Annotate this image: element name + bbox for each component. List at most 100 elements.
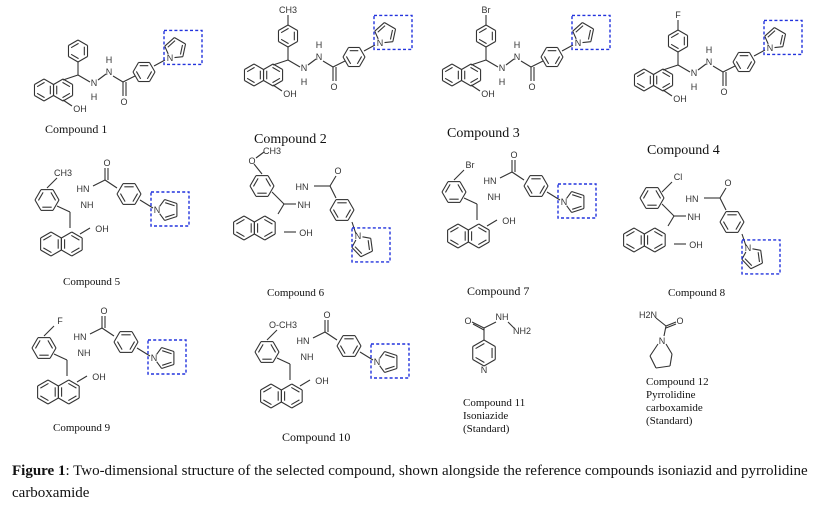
ring-bond <box>113 331 121 343</box>
nitrogen-label: N <box>316 52 323 62</box>
pyrrole-bond <box>572 30 577 40</box>
hydrogen-label: H <box>691 82 698 92</box>
ring-bond <box>737 211 745 223</box>
ring-bond <box>264 233 276 241</box>
double-bond <box>354 246 363 255</box>
bond <box>92 179 106 187</box>
ring-bond <box>131 341 139 353</box>
oxygen-label: O <box>100 306 107 316</box>
bond <box>153 59 166 67</box>
ring-bond <box>47 379 59 387</box>
bond <box>665 323 677 329</box>
double-bond <box>246 77 255 84</box>
pyrrole-bond <box>370 238 374 252</box>
ring-bond <box>639 187 647 199</box>
pyrrole-highlight-box <box>571 14 611 51</box>
bond <box>324 331 338 341</box>
pyrrole-bond <box>774 27 786 35</box>
double-bond <box>179 44 184 55</box>
ring-bond <box>653 85 664 92</box>
bond <box>662 89 673 97</box>
ring-bond <box>249 175 257 187</box>
ring-bond <box>116 193 124 205</box>
double-bond <box>670 43 679 50</box>
double-bond <box>478 38 487 45</box>
oxygen-label: O <box>323 310 330 320</box>
pyrrole-bond <box>360 250 373 258</box>
ring-bond <box>52 199 60 211</box>
double-bond <box>162 350 172 355</box>
double-bond <box>450 239 459 246</box>
bond <box>332 60 346 68</box>
ring-bond <box>263 63 274 70</box>
bond <box>661 203 675 217</box>
bond <box>655 365 671 369</box>
ring-bond <box>287 41 298 48</box>
ring-bond <box>253 80 264 87</box>
compound-2-label: Compound 2 <box>254 132 327 147</box>
bond <box>655 317 667 327</box>
pyrrole-bond <box>571 191 585 197</box>
hydroxyl-label: OH <box>299 228 313 238</box>
caption-text: : Two-dimensional structure of the selec… <box>12 463 808 501</box>
pyrrole-highlight-box <box>351 227 391 263</box>
ring-bond <box>329 199 337 211</box>
bond <box>463 197 478 205</box>
ring-bond <box>134 193 142 205</box>
double-bond <box>575 25 584 33</box>
nitrogen-label: N <box>154 205 161 215</box>
pyrrole-highlight-box <box>147 339 187 375</box>
nitrogen-label: N <box>561 197 568 207</box>
compound-12-line: (Standard) <box>646 415 693 427</box>
hydroxyl-label: OH <box>689 240 703 250</box>
ring-bond <box>737 221 745 233</box>
ring-bond <box>253 63 264 70</box>
ring-bond <box>633 245 645 253</box>
compound-10-label: Compound 10 <box>282 430 351 444</box>
oxygen-label: O <box>103 158 110 168</box>
oxygen-label: O <box>248 156 255 166</box>
hydrogen-label: H <box>106 55 113 65</box>
double-bond <box>470 66 479 73</box>
double-bond <box>554 56 561 65</box>
ring-bond <box>342 56 349 67</box>
double-bond <box>367 240 371 251</box>
double-bond <box>385 365 395 370</box>
bond <box>719 197 727 211</box>
ring-bond <box>254 341 262 353</box>
ring-bond <box>447 241 459 249</box>
double-bond <box>722 221 729 230</box>
ring-bond <box>442 63 453 70</box>
bond <box>511 171 525 181</box>
ring-bond <box>40 231 52 239</box>
bond <box>97 73 107 81</box>
bond <box>719 187 727 199</box>
ring-bond <box>643 68 654 75</box>
bond <box>665 321 677 327</box>
double-bond <box>478 27 487 34</box>
double-bond <box>70 53 79 60</box>
bond <box>307 58 317 66</box>
ring-bond <box>476 41 487 48</box>
double-bond <box>572 205 582 210</box>
ring-bond <box>359 47 366 58</box>
ring-bond <box>263 80 274 87</box>
bond <box>277 203 285 215</box>
double-bond <box>475 343 485 350</box>
pyrrole-bond <box>174 37 186 45</box>
pyrrole-highlight-box <box>163 29 203 66</box>
ring-bond <box>623 245 635 253</box>
pyrrole-bond <box>760 250 764 264</box>
bond <box>722 65 736 73</box>
ring-bond <box>468 241 480 249</box>
bond <box>669 353 673 367</box>
ring-bond <box>472 359 485 367</box>
substituent-label: Cl <box>674 172 683 182</box>
double-bond <box>345 56 352 65</box>
